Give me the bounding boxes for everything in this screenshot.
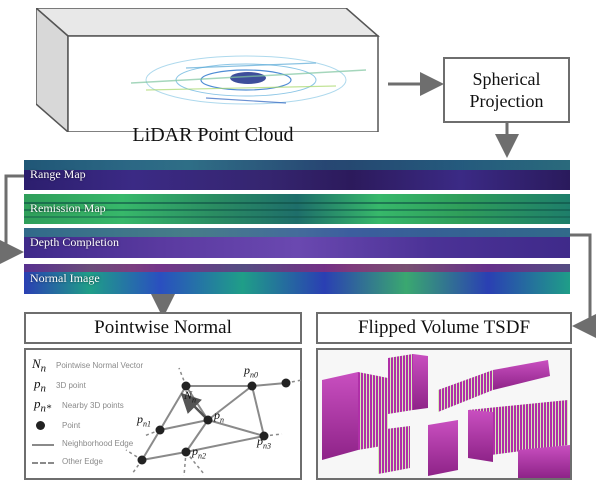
normal-image-strip: Normal Image [24,264,570,294]
legend-text-point3d: 3D point [56,381,86,390]
tsdf-render [316,348,572,480]
normal-image-label: Normal Image [30,271,100,285]
legend-text-nearby: Nearby 3D points [62,401,124,410]
spherical-line-2: Projection [469,91,544,111]
node-label-pn2: pn2 [192,444,206,461]
neighborhood-graph [125,367,302,477]
spherical-projection-box: Spherical Projection [443,57,570,123]
range-map-strip: Range Map [24,160,570,190]
remission-map-strip: Remission Map [24,194,570,224]
arrow-range-to-depth [0,174,24,264]
legend-text-normal: Pointwise Normal Vector [56,361,144,370]
range-map-label: Range Map [30,167,86,181]
legend-other-line [32,462,54,464]
normal-vector-arrow [180,392,209,421]
pointwise-normal-diagram: Nn Pointwise Normal Vector pn 3D point p… [24,348,302,480]
remission-map-label: Remission Map [30,201,106,215]
legend-text-point: Point [62,421,81,430]
legend-symbol-point3d: pn [34,376,46,395]
tsdf-voxel-image [318,350,570,478]
pointwise-normal-title: Pointwise Normal [94,317,232,338]
tsdf-title: Flipped Volume TSDF [357,317,531,338]
legend-text-neighborhood: Neighborhood Edge [62,439,134,448]
node-label-pn1: pn1 [137,412,151,429]
legend-neighborhood-line [32,444,54,446]
depth-completion-strip: Depth Completion [24,228,570,258]
lidar-caption: LiDAR Point Cloud [132,124,294,146]
legend-symbol-nearby: pn* [34,396,52,415]
node-label-pn0: pn0 [244,363,258,380]
tsdf-title-box: Flipped Volume TSDF [316,312,572,344]
point-cloud-image [130,55,367,105]
lidar-box-frame [36,8,380,132]
depth-completion-label: Depth Completion [30,235,119,249]
node-label-pn3: pn3 [257,434,271,451]
legend-symbol-normal: Nn [32,356,47,375]
lidar-point-cloud-panel [36,8,388,132]
node-label-pn: pn [214,408,224,425]
legend-text-other: Other Edge [62,457,103,466]
pointwise-normal-title-box: Pointwise Normal [24,312,302,344]
arrow-to-tsdf [570,233,596,338]
node-label-Nn: Nn [184,388,197,405]
spherical-line-1: Spherical [472,69,541,89]
legend-point-dot [36,421,45,430]
